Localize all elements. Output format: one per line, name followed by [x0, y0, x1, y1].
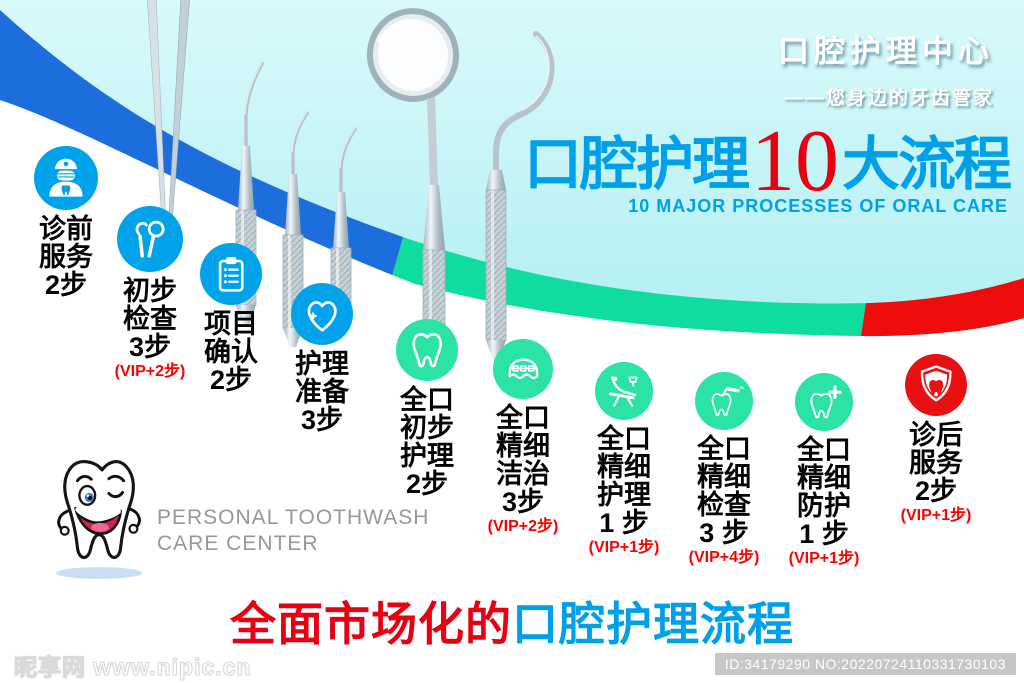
main-title: 口腔护理10大流程: [523, 118, 1012, 206]
title-cn-left: 口腔护理: [523, 132, 750, 197]
footer-headline-red: 全面市场化的: [230, 598, 512, 650]
checklist-icon: [200, 243, 262, 305]
step-vip-note: (VIP+2步): [487, 518, 559, 535]
tooth-first-aid-icon: [795, 373, 853, 431]
watermark-id-badge: ID:34179290 NO:20220724110331730103: [714, 653, 1016, 675]
dental-tools-illustration: [147, 0, 555, 360]
mascot-caption: PERSONAL TOOTHWASH CARE CENTER: [157, 506, 430, 555]
step-vip-note: (VIP+4步): [688, 549, 760, 566]
brand-title: 口腔护理中心: [778, 34, 994, 69]
footer-headline: 全面市场化的口腔护理流程: [0, 601, 1024, 647]
watermark-site: 昵享网 www.nipic.cn: [13, 653, 252, 680]
dentist-icon: [34, 146, 98, 210]
dental-chair-icon: [595, 362, 653, 420]
title-number: 10: [750, 113, 839, 210]
braces-icon: [493, 339, 553, 399]
step-vip-note: (VIP+2步): [114, 363, 186, 380]
title-cn-right: 大流程: [841, 132, 1012, 197]
brand-subtitle: ——您身边的牙齿管家: [783, 88, 994, 109]
heart-icon: [291, 283, 353, 345]
tooth-icon: [396, 319, 458, 381]
shield-tooth-icon: [905, 354, 967, 416]
step-vip-note: (VIP+1步): [588, 539, 660, 556]
mouth-mirror-icon: [117, 206, 183, 272]
footer-headline-blue: 口腔护理流程: [512, 598, 794, 650]
step-vip-note: (VIP+1步): [788, 550, 860, 567]
tooth-mascot-illustration: [55, 460, 143, 579]
title-english: 10 MAJOR PROCESSES OF ORAL CARE: [628, 196, 1008, 216]
tooth-drill-icon: [695, 372, 753, 430]
step-vip-note: (VIP+1步): [900, 507, 972, 524]
